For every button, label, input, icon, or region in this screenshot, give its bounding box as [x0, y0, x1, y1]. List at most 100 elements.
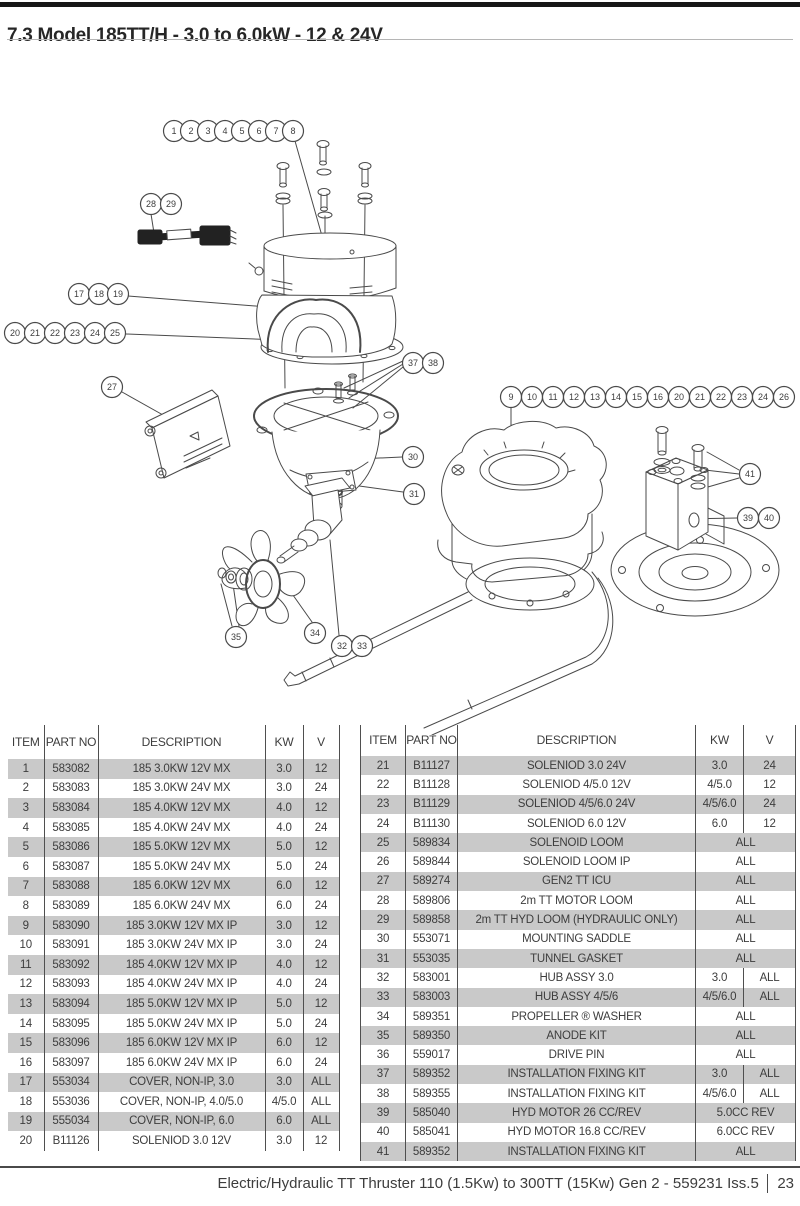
callout-number: 34: [310, 628, 320, 638]
item-cell: 6: [22, 860, 29, 873]
v-cell: 12: [302, 1131, 340, 1151]
description-cell: SOLENIOD 4/5.0 12V: [457, 775, 696, 795]
callout-number: 13: [590, 392, 600, 402]
part-no-cell: 583088: [43, 876, 98, 897]
callout-number: 16: [653, 392, 663, 402]
callout-number: 31: [409, 489, 419, 499]
kw-cell: 3.0: [695, 968, 744, 988]
footer-divider: [766, 1174, 769, 1193]
callout-number: 10: [527, 392, 537, 402]
part-no-cell: 589806: [405, 891, 458, 911]
v-cell: ALL: [302, 1072, 340, 1093]
v-cell: 24: [302, 896, 340, 916]
col-header-item: ITEM: [360, 725, 406, 756]
item-cell: 30: [360, 929, 406, 949]
kw-v-cell: ALL: [695, 891, 796, 911]
page-number: 23: [777, 1175, 794, 1192]
v-cell: 12: [302, 876, 340, 897]
description-cell: SOLENOID LOOM: [457, 833, 696, 853]
v-cell: 12: [302, 1033, 340, 1053]
title-underline: [7, 39, 793, 40]
kw-cell: 3.0: [695, 1064, 744, 1085]
part-no-cell: 553071: [405, 929, 458, 949]
callout-number: 17: [74, 289, 84, 299]
part-no-cell: B11126: [43, 1131, 98, 1151]
part-no-cell: 589352: [405, 1141, 458, 1162]
part-no-cell: B11128: [405, 775, 458, 795]
part-no-cell: 589858: [405, 910, 458, 930]
callout-balloon-35: [224, 625, 248, 649]
v-cell: 12: [302, 798, 340, 818]
col-header-description: DESCRIPTION: [97, 725, 265, 759]
item-cell: 24: [360, 813, 406, 834]
description-cell: 185 4.0KW 24V MX IP: [97, 974, 265, 995]
part-no-cell: 583089: [43, 896, 98, 916]
page-title: 7.3 Model 185TT/H - 3.0 to 6.0kW - 12 & …: [7, 24, 383, 46]
item-cell: 10: [19, 939, 33, 952]
item-cell: 18: [19, 1095, 33, 1108]
description-cell: 185 4.0KW 12V MX: [97, 798, 265, 818]
kw-cell: 6.0: [264, 1052, 303, 1073]
callout-number: 26: [779, 392, 789, 402]
v-cell: 12: [743, 775, 796, 795]
hydraulic-hoses: [283, 571, 614, 735]
part-no-cell: 559017: [405, 1045, 458, 1065]
kw-cell: 5.0: [264, 856, 303, 877]
v-cell: 24: [302, 1052, 340, 1073]
kw-v-cell: ALL: [695, 852, 796, 872]
item-cell: 3: [22, 801, 29, 814]
callout-number: 22: [50, 328, 60, 338]
callout-balloon-27: [100, 375, 124, 399]
callout-number: 7: [273, 126, 278, 136]
item-cell: 14: [19, 1017, 33, 1030]
v-cell: 24: [302, 935, 340, 955]
description-cell: DRIVE PIN: [457, 1045, 696, 1065]
part-no-cell: 583095: [43, 1013, 98, 1034]
kw-cell: 4/5.0: [695, 775, 744, 795]
callout-number: 15: [632, 392, 642, 402]
item-cell: 34: [360, 1006, 406, 1027]
footer-text: Electric/Hydraulic TT Thruster 110 (1.5K…: [217, 1175, 759, 1192]
callout-number: 23: [70, 328, 80, 338]
kw-cell: 4.0: [264, 954, 303, 975]
v-cell: ALL: [743, 968, 796, 988]
callout-number: 28: [146, 199, 156, 209]
item-cell: 29: [360, 910, 406, 930]
kw-cell: 3.0: [264, 1131, 303, 1151]
item-cell: 28: [360, 891, 406, 911]
v-cell: 24: [302, 778, 340, 799]
description-cell: 185 5.0KW 12V MX: [97, 837, 265, 857]
hyd-motor-plate: [610, 426, 780, 617]
part-no-cell: 583084: [43, 798, 98, 818]
callout-balloon-33: [350, 634, 374, 658]
description-cell: INSTALLATION FIXING KIT: [457, 1064, 696, 1085]
part-no-cell: 583001: [405, 968, 458, 988]
v-cell: ALL: [302, 1092, 340, 1112]
col-header-v: V: [302, 725, 340, 759]
item-cell: 8: [22, 899, 29, 912]
part-no-cell: 583086: [43, 837, 98, 857]
v-cell: 12: [302, 759, 340, 779]
callout-balloon-19: [106, 282, 130, 306]
description-cell: 185 5.0KW 12V MX IP: [97, 994, 265, 1014]
kw-cell: 6.0: [264, 1111, 303, 1132]
description-cell: 185 5.0KW 24V MX: [97, 856, 265, 877]
kw-v-cell: ALL: [695, 1006, 796, 1027]
callout-number: 1: [171, 126, 176, 136]
item-cell: 5: [22, 841, 29, 854]
callout-number: 35: [231, 632, 241, 642]
kw-cell: 4.0: [264, 798, 303, 818]
